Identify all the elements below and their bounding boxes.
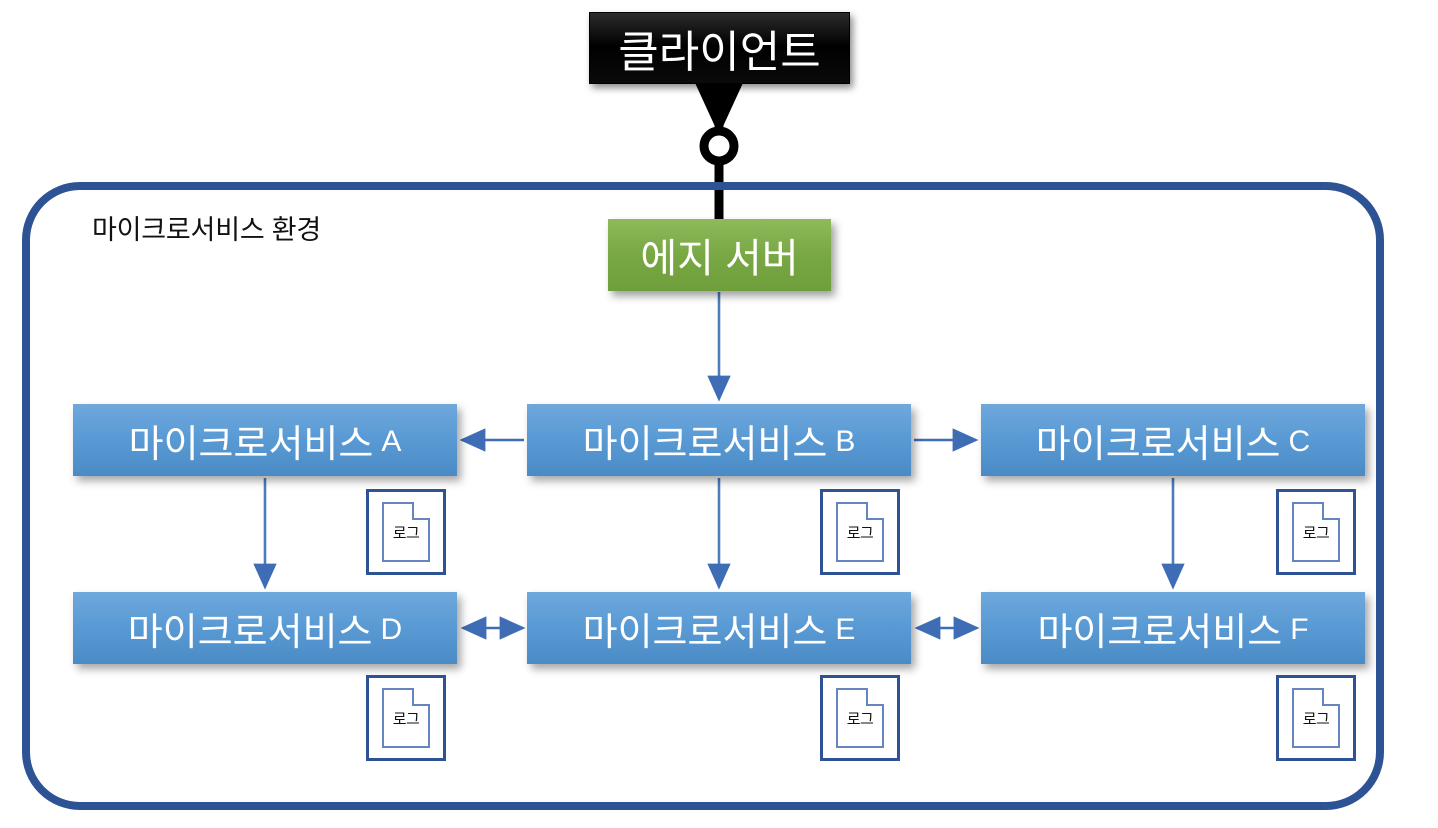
log-icon-e[interactable]: 로그 — [820, 675, 900, 761]
microservice-c-letter: C — [1288, 425, 1311, 458]
microservice-d-node[interactable]: 마이크로서비스 D — [73, 592, 457, 664]
microservice-a-name: 마이크로서비스 — [128, 423, 374, 466]
microservice-b-letter: B — [835, 425, 856, 458]
log-label-d: 로그 — [392, 710, 420, 728]
log-label-c: 로그 — [1302, 524, 1330, 542]
document-icon: 로그 — [1292, 688, 1340, 748]
log-icon-d[interactable]: 로그 — [366, 675, 446, 761]
log-icon-c[interactable]: 로그 — [1276, 489, 1356, 575]
microservice-b-name: 마이크로서비스 — [582, 423, 828, 466]
microservice-e-name: 마이크로서비스 — [582, 611, 828, 654]
microservice-f-name: 마이크로서비스 — [1037, 611, 1283, 654]
microservice-d-name: 마이크로서비스 — [127, 611, 373, 654]
microservice-a-node[interactable]: 마이크로서비스 A — [73, 404, 457, 476]
document-icon: 로그 — [836, 502, 884, 562]
microservice-f-node[interactable]: 마이크로서비스 F — [981, 592, 1365, 664]
log-label-a: 로그 — [392, 524, 420, 542]
socket-port-icon — [699, 126, 739, 166]
client-label: 클라이언트 — [618, 28, 821, 77]
log-label-b: 로그 — [846, 524, 874, 542]
microservice-b-node[interactable]: 마이크로서비스 B — [527, 404, 911, 476]
document-icon: 로그 — [1292, 502, 1340, 562]
microservice-e-letter: E — [835, 613, 856, 646]
microservice-environment-label: 마이크로서비스 환경 — [92, 215, 322, 245]
microservice-f-letter: F — [1290, 613, 1309, 646]
edge-server-label: 에지 서버 — [640, 237, 799, 281]
document-icon: 로그 — [836, 688, 884, 748]
edge-server-node[interactable]: 에지 서버 — [608, 219, 831, 291]
microservice-a-letter: A — [381, 425, 402, 458]
microservice-c-node[interactable]: 마이크로서비스 C — [981, 404, 1365, 476]
document-icon: 로그 — [382, 688, 430, 748]
log-icon-f[interactable]: 로그 — [1276, 675, 1356, 761]
document-icon: 로그 — [382, 502, 430, 562]
log-icon-b[interactable]: 로그 — [820, 489, 900, 575]
log-icon-a[interactable]: 로그 — [366, 489, 446, 575]
log-label-e: 로그 — [846, 710, 874, 728]
microservice-d-letter: D — [380, 613, 403, 646]
microservice-e-node[interactable]: 마이크로서비스 E — [527, 592, 911, 664]
log-label-f: 로그 — [1302, 710, 1330, 728]
microservice-c-name: 마이크로서비스 — [1035, 423, 1281, 466]
client-node[interactable]: 클라이언트 — [589, 12, 850, 84]
microservice-environment-container — [22, 182, 1384, 810]
